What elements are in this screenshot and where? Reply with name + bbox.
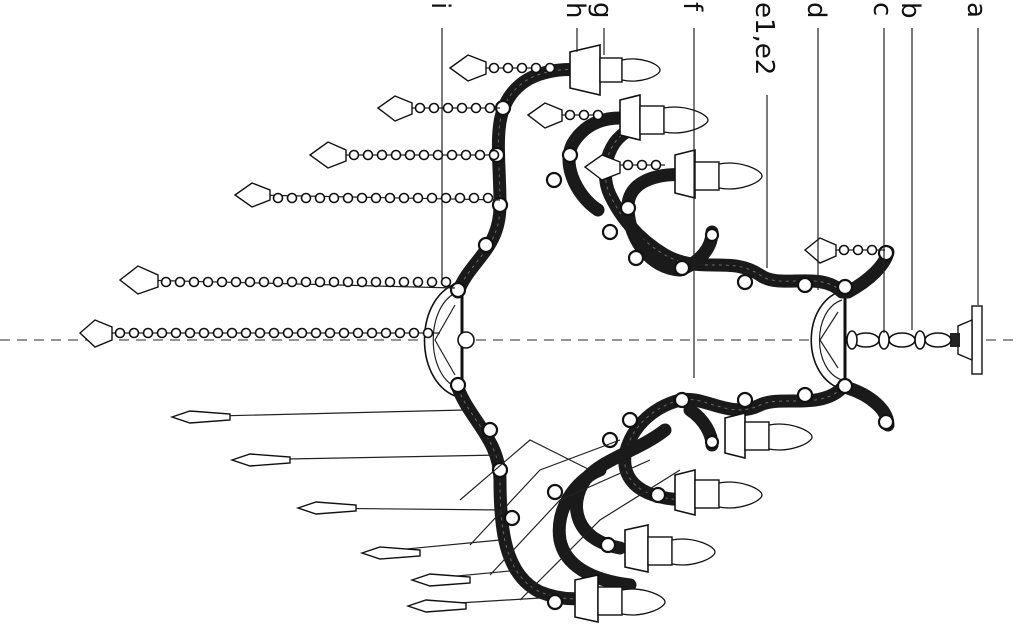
label-d: d [801,2,831,19]
label-a: a [961,2,991,18]
chain [846,330,952,350]
bead-row [114,62,878,339]
candle-cup-2 [619,93,709,142]
part-labels: a b c d e1,e2 f g h i [425,2,991,75]
label-f: f [677,2,707,12]
upper-crown [810,289,847,391]
label-h: h [560,2,590,18]
candle-cup-6 [624,524,716,573]
label-i: i [425,2,455,9]
candle-cup-1 [569,43,661,97]
candle-cup-5 [674,468,763,517]
label-g: g [587,2,617,19]
label-e1-e2: e1,e2 [749,2,779,75]
leader-lines [441,28,979,378]
label-c: c [867,2,897,16]
crystal-prisms-lower [169,409,681,613]
candle-arm-cups [569,43,813,623]
label-b: b [895,2,925,19]
candle-cup-3 [674,148,763,200]
candle-cup-4 [724,411,813,460]
crystal-pendants-upper [78,54,837,348]
candle-cup-7 [574,574,666,623]
lower-crown [423,281,475,399]
ceiling-mount [950,305,983,375]
rosettes [449,99,895,611]
